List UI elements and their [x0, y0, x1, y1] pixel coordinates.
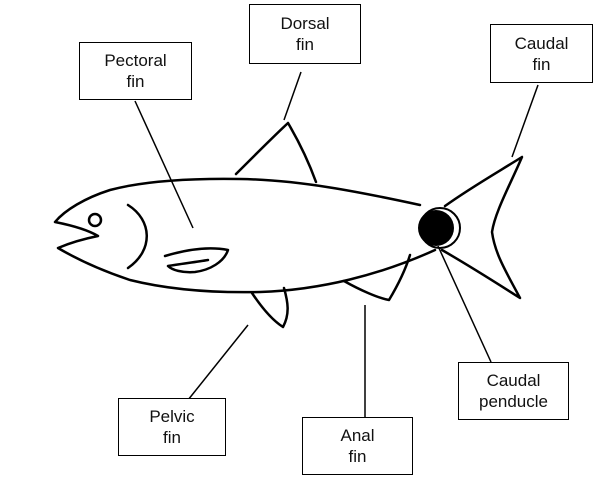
caudal-peduncle-label: Caudal penducle: [458, 362, 569, 420]
pectoral-fin: [165, 248, 228, 272]
pelvic-fin: [252, 288, 288, 327]
pelvic-leader: [188, 325, 248, 400]
fish-body: [55, 179, 435, 292]
caudal-peduncle-dot: [418, 210, 454, 246]
fish-eye: [89, 214, 101, 226]
dorsal-fin-label: Dorsal fin: [249, 4, 361, 64]
gill-line: [128, 205, 147, 268]
dorsal-fin: [236, 123, 316, 182]
pelvic-fin-label: Pelvic fin: [118, 398, 226, 456]
anal-fin-label: Anal fin: [302, 417, 413, 475]
caudal-fin: [442, 157, 522, 298]
dorsal-leader: [284, 72, 301, 120]
caudal-fin-label: Caudal fin: [490, 24, 593, 83]
pectoral-fin-label: Pectoral fin: [79, 42, 192, 100]
pectoral-leader: [135, 101, 193, 228]
caudal-leader: [512, 85, 538, 157]
